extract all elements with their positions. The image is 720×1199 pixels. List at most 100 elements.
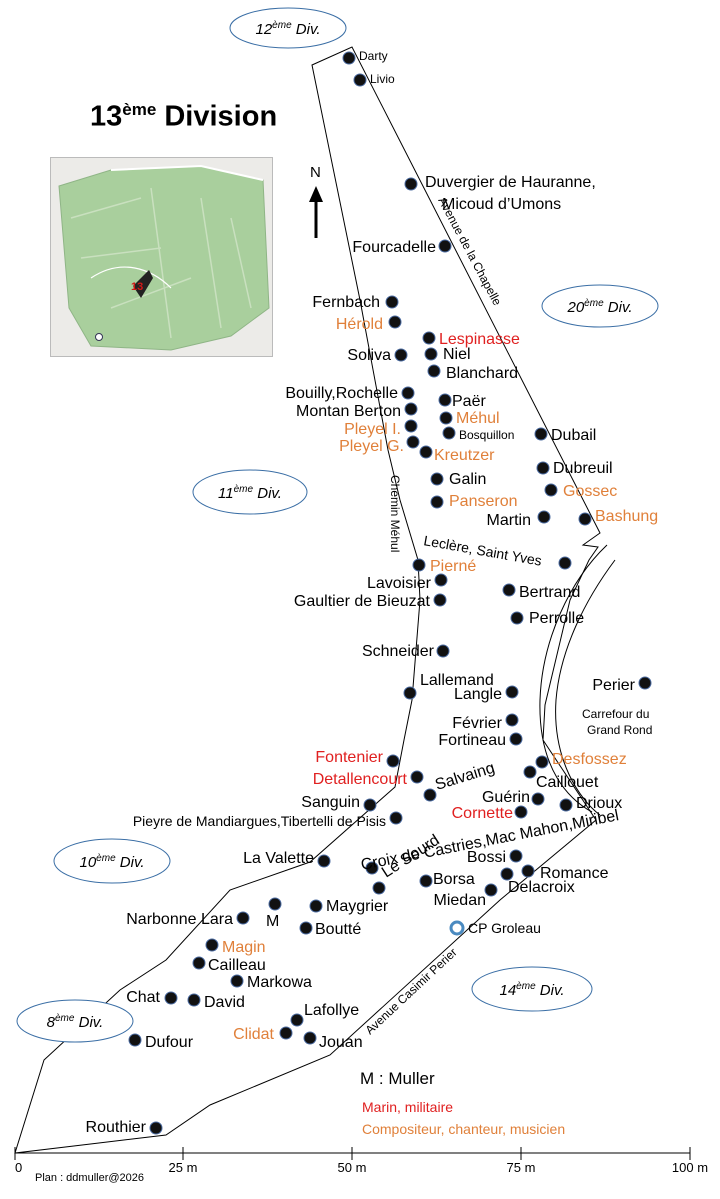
- grave-marker: [537, 510, 551, 524]
- grave-label: Caillouet: [536, 774, 599, 791]
- minimap-svg: 13: [51, 158, 272, 356]
- grave-label: Niel: [443, 346, 471, 363]
- grave-marker: [299, 921, 313, 935]
- scale-label: 25 m: [169, 1160, 198, 1175]
- grave-label: David: [204, 994, 245, 1011]
- grave-label: Borsa: [433, 871, 475, 888]
- division-ellipse: [541, 284, 659, 328]
- grave-label: Bashung: [595, 508, 658, 525]
- grave-marker: [536, 461, 550, 475]
- grave-marker: [502, 583, 516, 597]
- grave-marker: [578, 512, 592, 526]
- grave-marker: [638, 676, 652, 690]
- grave-marker: [559, 798, 573, 812]
- grave-marker: [187, 993, 201, 1007]
- division-label: 8ème Div.: [47, 1013, 104, 1031]
- grave-marker: [510, 611, 524, 625]
- grave-marker: [423, 788, 437, 802]
- grave-marker: [514, 805, 528, 819]
- grave-label: Chat: [126, 989, 160, 1006]
- grave-label: Fontenier: [315, 749, 383, 766]
- grave-marker: [558, 556, 572, 570]
- grave-marker: [523, 765, 537, 779]
- minimap-badge: 13: [131, 281, 143, 293]
- grave-marker: [535, 755, 549, 769]
- grave-label: Maygrier: [326, 898, 389, 915]
- grave-label: Cailleau: [208, 957, 266, 974]
- grave-label: Cornette: [452, 805, 513, 822]
- grave-label: Bertrand: [519, 584, 580, 601]
- grave-marker: [404, 177, 418, 191]
- grave-label: Bouilly,Rochelle: [285, 385, 398, 402]
- grave-marker: [128, 1033, 142, 1047]
- grave-marker: [309, 899, 323, 913]
- grave-label: Micoud d’Umons: [442, 196, 561, 213]
- grave-marker: [389, 811, 403, 825]
- grave-marker-cp: [449, 920, 465, 936]
- grave-marker: [419, 445, 433, 459]
- division-ellipse: [16, 999, 134, 1043]
- grave-label: Guérin: [482, 789, 530, 806]
- rond-arc-inner: [539, 544, 608, 813]
- grave-label: Pierné: [430, 558, 476, 575]
- grave-marker: [268, 897, 282, 911]
- north-arrow-head: [309, 186, 323, 202]
- grave-label: Sanguin: [301, 794, 360, 811]
- grave-label: Dufour: [145, 1034, 194, 1051]
- grave-label: Routhier: [86, 1119, 147, 1136]
- grave-marker: [531, 792, 545, 806]
- grave-marker: [419, 874, 433, 888]
- grave-marker: [500, 867, 514, 881]
- grave-marker: [279, 1026, 293, 1040]
- street-chemin-mehul: Chemin Méhul: [388, 475, 402, 552]
- division-ellipse: [53, 838, 171, 884]
- grave-marker: [401, 386, 415, 400]
- grave-label: Kreutzer: [434, 447, 495, 464]
- grave-label: Clidat: [233, 1026, 274, 1043]
- grave-label: Boutté: [315, 921, 361, 938]
- division-ellipse: [192, 469, 308, 515]
- grave-label: Drioux: [576, 795, 622, 812]
- grave-label: Romance: [540, 865, 609, 882]
- grave-marker: [439, 411, 453, 425]
- grave-label: Fourcadelle: [352, 239, 436, 256]
- grave-marker: [430, 495, 444, 509]
- scale-label: 50 m: [338, 1160, 367, 1175]
- grave-label: Soliva: [347, 347, 391, 364]
- grave-marker: [236, 911, 250, 925]
- grave-label: Langle: [454, 686, 502, 703]
- grave-label: Narbonne Lara: [126, 911, 233, 928]
- grave-label: Gaultier de Bieuzat: [294, 593, 431, 610]
- grave-marker: [394, 348, 408, 362]
- grave-marker: [544, 483, 558, 497]
- grave-label: Martin: [487, 512, 531, 529]
- grave-label: Pleyel G.: [339, 438, 404, 455]
- grave-marker: [149, 1121, 163, 1135]
- grave-marker: [422, 331, 436, 345]
- grave-marker: [403, 686, 417, 700]
- grave-marker: [353, 73, 367, 87]
- grave-label: Jouan: [319, 1034, 363, 1051]
- legend-musician: Compositeur, chanteur, musicien: [362, 1121, 566, 1137]
- division-label: 14ème Div.: [499, 981, 564, 999]
- grave-label: Février: [452, 715, 502, 732]
- grave-label: Lavoisier: [367, 575, 432, 592]
- grave-marker: [410, 770, 424, 784]
- grave-label: CP Groleau: [468, 920, 541, 936]
- grave-marker: [317, 854, 331, 868]
- grave-label: Livio: [370, 72, 395, 86]
- grave-label: Desfossez: [552, 751, 627, 768]
- north-label: N: [310, 164, 321, 181]
- grave-label: Fernbach: [312, 294, 380, 311]
- street-casimir-perier: Avenue Casimir Perier: [362, 945, 459, 1037]
- grave-marker: [484, 883, 498, 897]
- scale-label: 100 m: [672, 1160, 708, 1175]
- page-title: 13ème Division: [90, 100, 278, 133]
- grave-marker: [363, 798, 377, 812]
- grave-label: Méhul: [456, 410, 500, 427]
- legend-muller: M : Muller: [360, 1069, 435, 1088]
- grave-marker: [404, 402, 418, 416]
- grave-marker: [365, 861, 379, 875]
- grave-marker: [164, 991, 178, 1005]
